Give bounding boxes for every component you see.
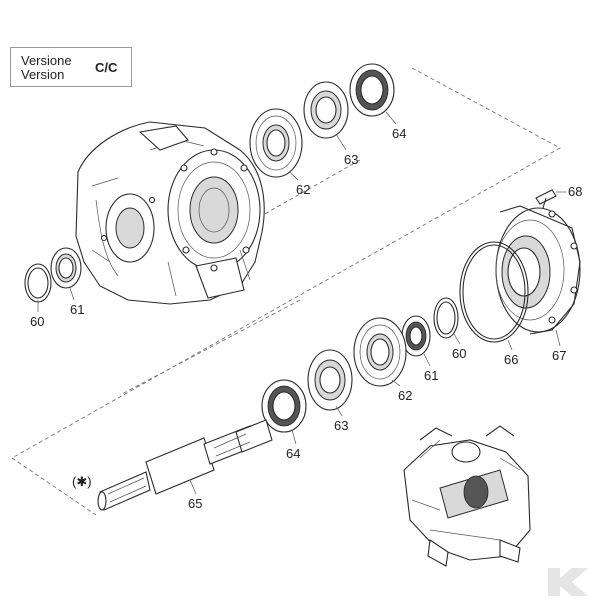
part-66-o-ring: [459, 241, 529, 351]
callout-62-mid: 62: [398, 388, 412, 403]
asterisk-note: (✱): [72, 474, 92, 489]
callout-60-right: 60: [452, 346, 466, 361]
callout-64-top: 64: [392, 126, 406, 141]
callout-63-top: 63: [344, 152, 358, 167]
part-64-needle-bearing-top: [349, 63, 397, 125]
part-64-needle-bearing-mid: [261, 379, 307, 445]
callout-60-left: 60: [30, 314, 44, 329]
part-63-ring-top: [303, 81, 349, 151]
version-box: Versione Version C/C: [10, 47, 132, 87]
callout-67: 67: [552, 348, 566, 363]
part-67-flange-cover: [495, 205, 581, 347]
pump-assembly-thumbnail: [403, 425, 531, 567]
part-61-seal-right: [401, 315, 431, 367]
version-label-italian: Versione: [21, 53, 72, 68]
callout-66: 66: [504, 352, 518, 367]
part-60-circlip-left: [24, 263, 52, 312]
part-61-seal-left: [50, 247, 82, 301]
gearbox-housing: [75, 121, 265, 305]
part-63-ring-mid: [307, 349, 353, 417]
assembly-guide-lines: [11, 67, 561, 516]
callout-labels: 60 61 62 63 64 68 60 61 62 63 64 65 66 6…: [30, 126, 582, 511]
version-code: C/C: [95, 60, 118, 75]
brand-logo: [548, 568, 588, 596]
callout-63-mid: 63: [334, 418, 348, 433]
callout-61-right: 61: [424, 368, 438, 383]
callout-65: 65: [188, 496, 202, 511]
part-65-splined-shaft: [97, 419, 273, 511]
version-label-english: Version: [21, 67, 65, 82]
callout-68: 68: [568, 184, 582, 199]
callout-64-mid: 64: [286, 446, 300, 461]
part-62-bearing-mid: [353, 317, 407, 387]
callout-62-top: 62: [296, 182, 310, 197]
callout-61-left: 61: [70, 302, 84, 317]
part-60-circlip-right: [433, 297, 461, 345]
part-62-bearing-top: [249, 108, 303, 181]
